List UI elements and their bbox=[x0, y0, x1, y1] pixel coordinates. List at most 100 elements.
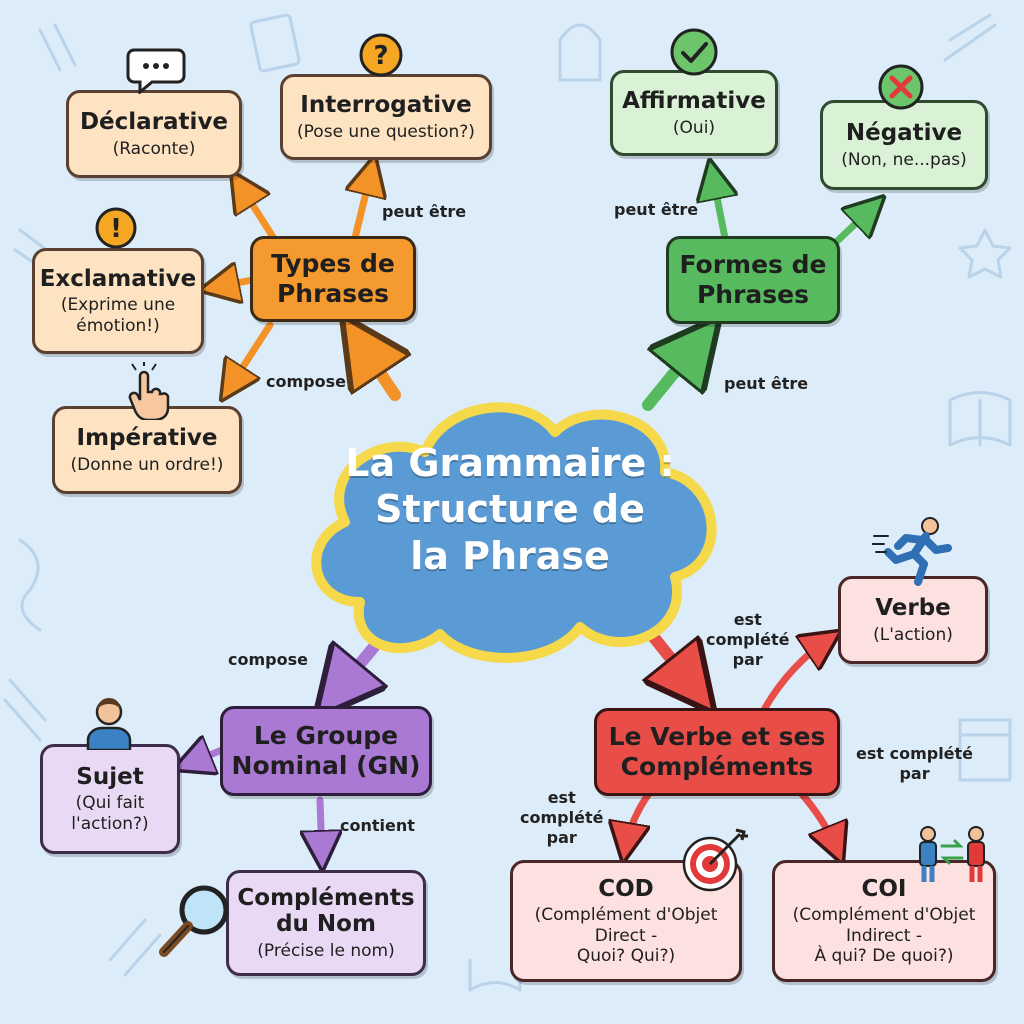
cross-mark-icon bbox=[878, 64, 924, 110]
cod-sub2: Direct - bbox=[594, 925, 658, 946]
exclamative-sub2: émotion!) bbox=[76, 315, 160, 336]
check-mark-icon bbox=[670, 28, 718, 76]
negative-sub: (Non, ne...pas) bbox=[841, 149, 967, 170]
arrow-types-to-interrogative bbox=[355, 168, 372, 242]
cod-title: COD bbox=[598, 875, 654, 902]
cod-sub1: (Complément d'Objet bbox=[534, 905, 718, 926]
affirmative-title: Affirmative bbox=[622, 88, 766, 115]
label-formes-peut-etre-top: peut être bbox=[614, 200, 699, 219]
pencil-doodle bbox=[943, 13, 997, 62]
arrow-group-to-cod bbox=[625, 788, 654, 850]
label-cod-line3: par bbox=[546, 828, 577, 847]
formes-hub: Formes de Phrases bbox=[666, 236, 840, 324]
center-title-line1: La Grammaire : bbox=[345, 441, 675, 485]
declarative-sub: (Raconte) bbox=[112, 138, 196, 159]
coi-sub1: (Complément d'Objet bbox=[792, 905, 976, 926]
cod-sub3: Quoi? Qui?) bbox=[576, 945, 676, 966]
gn-hub-line1: Le Groupe bbox=[253, 721, 399, 750]
verbe-hub: Le Verbe et ses Compléments bbox=[594, 708, 840, 796]
coi-sub3: À qui? De quoi?) bbox=[814, 945, 954, 966]
exclamative-sub1: (Exprime une bbox=[60, 295, 176, 316]
node-affirmative: Affirmative (Oui) bbox=[610, 70, 778, 156]
arrow-types-to-imperative bbox=[228, 321, 274, 390]
label-types-peut-etre: peut être bbox=[382, 202, 467, 221]
label-cod-line2: complété bbox=[520, 808, 604, 827]
book-doodle bbox=[249, 13, 301, 73]
gn-hub: Le Groupe Nominal (GN) bbox=[220, 706, 432, 796]
label-coi-line1: est complété bbox=[856, 744, 974, 763]
affirmative-sub: (Oui) bbox=[672, 117, 716, 138]
notebook-doodle bbox=[958, 718, 1012, 782]
sujet-sub1: (Qui fait bbox=[75, 793, 145, 814]
sujet-title: Sujet bbox=[76, 763, 144, 790]
formes-hub-line2: Phrases bbox=[696, 280, 810, 309]
imperative-title: Impérative bbox=[76, 425, 218, 452]
label-verbe-line2: complété bbox=[706, 630, 790, 649]
label-gn-contient: contient bbox=[340, 816, 415, 835]
exclamative-title: Exclamative bbox=[39, 265, 197, 292]
arrow-center-to-formes bbox=[642, 335, 705, 411]
center-cloud bbox=[311, 402, 717, 663]
arrow-formes-to-affirmative bbox=[712, 172, 725, 242]
sujet-sub2: l'action?) bbox=[71, 813, 149, 834]
node-interrogative: Interrogative (Pose une question?) bbox=[280, 74, 492, 160]
formes-hub-line1: Formes de bbox=[679, 250, 827, 279]
node-negative: Négative (Non, ne...pas) bbox=[820, 100, 988, 190]
question-mark-icon: ? bbox=[359, 33, 403, 77]
target-icon bbox=[682, 828, 748, 892]
magnifying-glass-icon bbox=[159, 885, 229, 957]
arrow-group-to-verbe bbox=[761, 638, 830, 712]
person-icon bbox=[86, 698, 132, 750]
complements-title1: Compléments bbox=[237, 884, 415, 911]
arrow-gn-to-complements bbox=[320, 796, 322, 858]
arrow-types-to-exclamative bbox=[212, 280, 256, 288]
arrow-formes-to-negative bbox=[826, 205, 875, 252]
node-verbe: Verbe (L'action) bbox=[838, 576, 988, 664]
speech-bubble-icon bbox=[126, 48, 186, 94]
verbe-hub-line1: Le Verbe et ses bbox=[608, 722, 826, 751]
coi-sub2: Indirect - bbox=[846, 925, 922, 946]
label-types-compose: compose bbox=[266, 372, 346, 391]
pencil-doodle-4 bbox=[108, 918, 162, 977]
interrogative-title: Interrogative bbox=[300, 92, 472, 119]
squiggle-doodle bbox=[18, 538, 42, 632]
verbe-sub: (L'action) bbox=[873, 624, 953, 645]
label-coi-line2: par bbox=[899, 764, 930, 783]
svg-text:?: ? bbox=[373, 41, 388, 71]
verbe-hub-line2: Compléments bbox=[620, 752, 814, 781]
declarative-title: Déclarative bbox=[79, 109, 229, 136]
imperative-sub: (Donne un ordre!) bbox=[70, 454, 224, 475]
center-title-line2: Structure de bbox=[375, 487, 645, 532]
types-hub-line1: Types de bbox=[271, 249, 395, 278]
arrow-center-to-types bbox=[355, 335, 395, 401]
label-coi-est-complete: est complété par bbox=[856, 744, 973, 784]
node-complements-du-nom: Compléments du Nom (Précise le nom) bbox=[226, 870, 426, 976]
complements-sub: (Précise le nom) bbox=[257, 940, 395, 961]
node-exclamative: Exclamative (Exprime une émotion!) bbox=[32, 248, 204, 354]
pencil-doodle-3 bbox=[3, 678, 47, 742]
svg-text:!: ! bbox=[110, 214, 122, 244]
running-person-icon bbox=[872, 517, 952, 586]
complements-title2: du Nom bbox=[276, 911, 376, 938]
label-cod-line1: est bbox=[547, 788, 576, 807]
node-imperative: Impérative (Donne un ordre!) bbox=[52, 406, 242, 494]
people-exchange-icon bbox=[919, 826, 985, 882]
backpack-doodle bbox=[558, 23, 602, 82]
pointing-hand-icon bbox=[128, 362, 170, 420]
node-coi: COI (Complément d'Objet Indirect - À qui… bbox=[772, 860, 996, 982]
center-title-line3: la Phrase bbox=[410, 533, 610, 578]
label-cod-est-complete: est complété par bbox=[520, 788, 603, 848]
types-hub-line2: Phrases bbox=[276, 279, 390, 308]
arrow-gn-to-sujet bbox=[185, 750, 226, 765]
label-formes-peut-etre: peut être bbox=[724, 374, 809, 393]
interrogative-sub: (Pose une question?) bbox=[297, 121, 475, 142]
types-hub: Types de Phrases bbox=[250, 236, 416, 322]
center-title: La Grammaire : Structure de la Phrase bbox=[330, 440, 690, 579]
node-declarative: Déclarative (Raconte) bbox=[66, 90, 242, 178]
paperclip-doodle bbox=[38, 23, 77, 72]
label-gn-compose: compose bbox=[228, 650, 308, 669]
arrow-types-to-declarative bbox=[238, 182, 279, 244]
verbe-title: Verbe bbox=[875, 595, 951, 622]
label-verbe-line1: est bbox=[733, 610, 762, 629]
